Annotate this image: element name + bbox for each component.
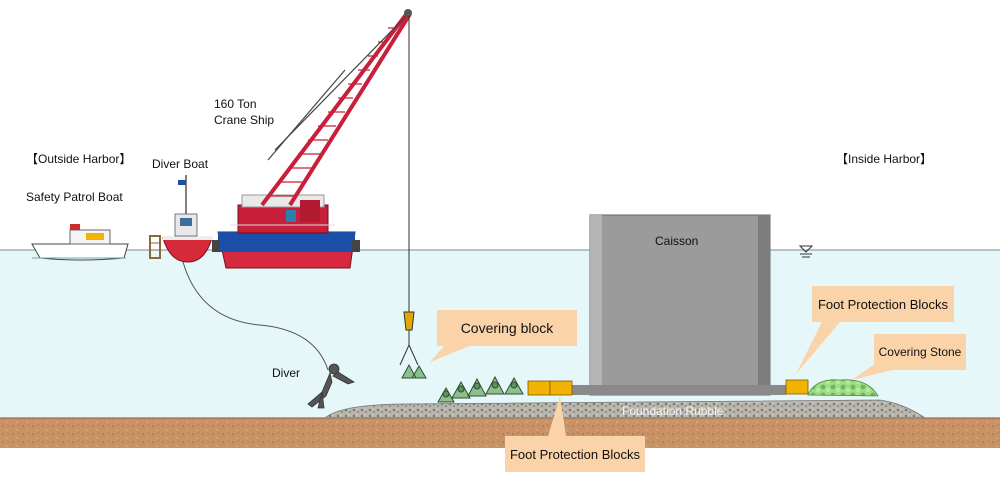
lattice-boom-crane-icon bbox=[260, 9, 412, 207]
safety-patrol-boat bbox=[31, 224, 129, 261]
foundation-rubble bbox=[323, 399, 927, 419]
safety-patrol-boat-label: Safety Patrol Boat bbox=[26, 190, 123, 204]
crane-ship bbox=[212, 194, 360, 269]
diver-hose bbox=[182, 261, 329, 371]
crane-hook-icon bbox=[399, 311, 427, 379]
diver-boat bbox=[149, 175, 213, 263]
water-level-mark-icon bbox=[798, 245, 814, 258]
caisson bbox=[566, 214, 786, 396]
outside-harbor-label: 【Outside Harbor】 bbox=[26, 152, 132, 166]
foot-protection-blocks-right bbox=[785, 379, 809, 395]
diver-boat-label: Diver Boat bbox=[152, 157, 209, 171]
seabed bbox=[0, 418, 1000, 448]
foundation-rubble-label: Foundation Rubble bbox=[622, 404, 724, 418]
callout-pointer-foot-right bbox=[796, 322, 840, 374]
diver-label: Diver bbox=[272, 366, 301, 380]
inside-harbor-label: 【Inside Harbor】 bbox=[836, 152, 933, 166]
foot-protection-blocks-left bbox=[527, 380, 573, 396]
callout-foot-protection-right: Foot Protection Blocks bbox=[812, 286, 954, 322]
covering-stone bbox=[807, 379, 879, 397]
callout-foot-protection-bottom: Foot Protection Blocks bbox=[505, 436, 645, 472]
diver-figure bbox=[307, 363, 355, 409]
crane-ship-label-line1: 160 Ton bbox=[214, 97, 257, 111]
callout-covering-stone: Covering Stone bbox=[874, 334, 966, 370]
callout-pointer-covering-block bbox=[430, 345, 472, 362]
callout-pointer-foot-bottom bbox=[548, 396, 566, 436]
crane-ship-label-line2: Crane Ship bbox=[214, 113, 275, 127]
caisson-label: Caisson bbox=[655, 234, 699, 248]
callout-covering-block: Covering block bbox=[437, 310, 577, 346]
tetrapod-block-icon bbox=[437, 375, 524, 403]
